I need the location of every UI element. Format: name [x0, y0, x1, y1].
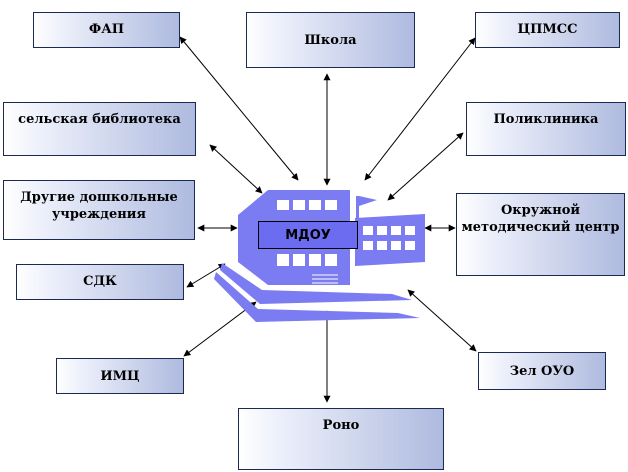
arrow-zel-ouo	[407, 289, 477, 352]
node-polyclinic: Поликлиника	[466, 102, 626, 156]
node-zel-ouo: Зел ОУО	[478, 352, 606, 390]
arrow-imc	[183, 301, 257, 357]
center-node-mdou: МДОУ	[258, 221, 358, 249]
node-imc: ИМЦ	[56, 358, 184, 394]
arrow-sdk	[186, 263, 226, 288]
node-rono: Роно	[238, 408, 444, 470]
node-school: Школа	[246, 12, 415, 68]
node-other-preschools: Другие дошкольные учреждения	[3, 180, 195, 240]
node-district-method-center: Окружной методический центр	[456, 193, 625, 276]
node-cpmss: ЦПМСС	[475, 12, 620, 48]
node-sdk: СДК	[16, 264, 184, 300]
arrow-fap	[179, 36, 299, 181]
node-fap: ФАП	[33, 12, 180, 48]
node-other-preschools-line2: учреждения	[51, 207, 147, 222]
node-district-method-center-line2: методический центр	[461, 220, 620, 235]
node-district-method-center-line1: Окружной	[500, 203, 581, 218]
arrow-library	[209, 144, 263, 194]
node-other-preschools-line1: Другие дошкольные	[20, 190, 178, 205]
node-library: сельская библиотека	[3, 102, 196, 156]
arrow-cpmss	[364, 37, 476, 181]
arrow-polyclinic	[387, 132, 464, 201]
